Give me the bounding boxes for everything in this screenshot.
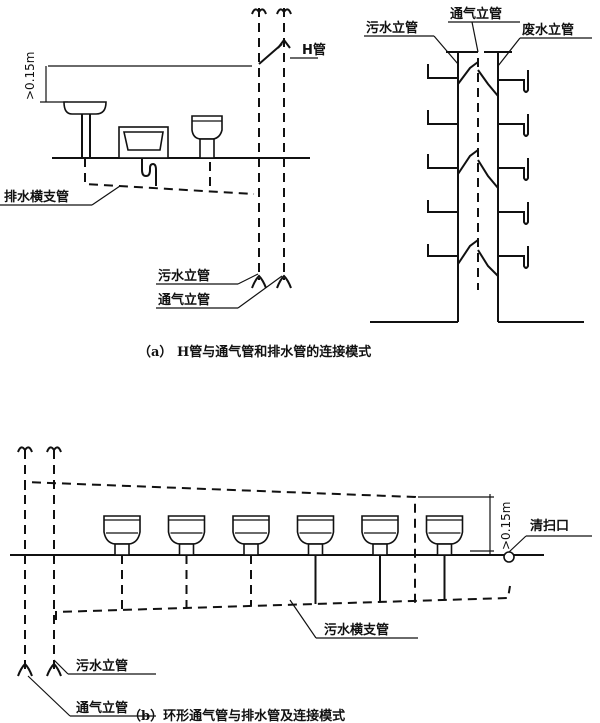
sewage-branch-label: 污水横支管 xyxy=(324,622,389,638)
cleanout-label: 清扫口 xyxy=(530,518,569,534)
h-pipe-label: H管 xyxy=(302,42,326,58)
toilets-row xyxy=(103,515,464,610)
caption-a: （a） H管与通气管和排水管的连接模式 xyxy=(138,344,371,360)
toilet-fixture xyxy=(296,515,335,604)
waste-branches xyxy=(498,70,529,269)
sewage-stack-label-b: 污水立管 xyxy=(76,658,128,674)
loop-vent-pipe xyxy=(24,480,416,604)
sewage-stack-label-a: 污水立管 xyxy=(158,268,210,284)
sewage-branch-pipe xyxy=(55,585,511,620)
waste-stack-label-right: 废水立管 xyxy=(522,22,574,38)
diagram-b: 清扫口 >0.15m 污水横支管 污水立管 通气立管 xyxy=(10,446,592,717)
dimension-label-a: >0.15m xyxy=(23,52,37,100)
toilet-fixture xyxy=(425,515,464,600)
vent-stack-label-right: 通气立管 xyxy=(450,6,502,22)
h-pipe-links xyxy=(457,61,499,277)
drain-branch-label: 排水横支管 xyxy=(4,189,69,205)
dimension-label-b: >0.15m xyxy=(499,502,513,550)
toilet-fixture xyxy=(103,515,141,610)
toilet-fixture xyxy=(167,515,206,608)
diagram-a-right: 污水立管 通气立管 废水立管 xyxy=(364,6,592,323)
toilet-fixture xyxy=(361,515,399,602)
toilet-fixture xyxy=(191,115,223,159)
washbasin-fixture xyxy=(63,101,107,158)
toilet-fixture xyxy=(232,515,270,606)
sink-fixture xyxy=(118,126,169,159)
vent-stack-label-b: 通气立管 xyxy=(76,700,128,716)
caption-b: （b）环形通气管与排水管及连接模式 xyxy=(128,708,345,723)
vent-stack-label-a: 通气立管 xyxy=(158,292,210,308)
drain-branch-pipe xyxy=(84,158,255,195)
sewage-branches xyxy=(427,64,458,257)
sewage-stack-label-right: 污水立管 xyxy=(366,20,418,36)
p-trap xyxy=(141,158,157,186)
cleanout-icon xyxy=(503,551,515,563)
diagram-a-left: >0.15m H管 xyxy=(0,8,326,309)
